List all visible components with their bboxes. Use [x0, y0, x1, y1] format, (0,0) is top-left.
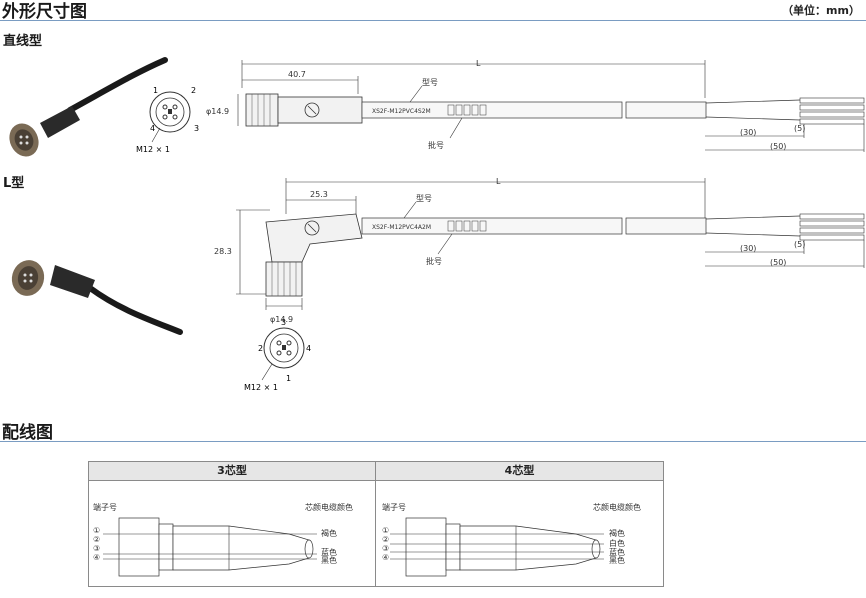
- wire-color: 褐色: [321, 529, 337, 538]
- wiring-head-4core: 4芯型: [376, 462, 663, 481]
- dim-diameter: φ14.9: [270, 315, 293, 324]
- dim-strip-50: (50): [770, 258, 786, 267]
- pin-label: 4: [306, 344, 311, 353]
- thread-label: M12 × 1: [136, 145, 170, 154]
- model-print: XS2F-M12PVC4S2M: [372, 108, 431, 115]
- dim-strip-5: (5): [794, 124, 805, 133]
- title-rule: [0, 20, 866, 21]
- terminal-number: ②: [93, 535, 101, 544]
- wiring-table: 3芯型 4芯型 端子号 芯颜电缆颜色 ① ② ③ ④ 褐色 蓝色 黑色 端子号 …: [88, 461, 664, 587]
- thread-label: M12 × 1: [244, 383, 278, 392]
- wire-color: 褐色: [609, 529, 625, 538]
- pin-label: 2: [191, 86, 196, 95]
- terminal-number: ③: [93, 544, 101, 553]
- terminal-label: 端子号: [382, 503, 406, 512]
- straight-pin-face-diagram: 1 2 3 4 M12 × 1: [136, 86, 199, 154]
- model-label: 型号: [422, 78, 438, 87]
- dim-diameter: φ14.9: [206, 107, 229, 116]
- wiring-diagram-3core: [103, 517, 317, 577]
- pin-label: 1: [286, 374, 291, 383]
- lot-label: 批号: [426, 256, 442, 266]
- dim-height: 28.3: [214, 247, 232, 256]
- dim-strip-50: (50): [770, 142, 786, 151]
- page-title: 外形尺寸图: [2, 2, 87, 22]
- wiring-head-3core: 3芯型: [89, 462, 376, 481]
- dim-head-length: 25.3: [310, 190, 328, 199]
- pin-label: 3: [281, 318, 286, 327]
- straight-type-label: 直线型: [3, 34, 43, 49]
- pin-label: 3: [194, 124, 199, 133]
- pin-label: 4: [150, 124, 155, 133]
- lot-label: 批号: [428, 140, 444, 150]
- dim-l: L: [496, 178, 501, 186]
- model-label: 型号: [416, 194, 432, 203]
- dim-l: L: [476, 59, 481, 68]
- cable-color-label: 芯颜电缆颜色: [305, 503, 353, 512]
- dim-strip-30: (30): [740, 128, 756, 137]
- straight-dimension-drawing: L 40.7 φ14.9 XS2F-M12PVC4S2M 型号 批号 (30) …: [206, 59, 865, 152]
- wiring-title: 配线图: [2, 423, 53, 443]
- wiring-rule: [0, 441, 866, 442]
- model-print: XS2F-M12PVC4A2M: [372, 224, 431, 231]
- pin-label: 2: [258, 344, 263, 353]
- wire-color: 蓝色: [609, 548, 625, 557]
- wire-color: 黑色: [609, 556, 625, 565]
- column-divider: [375, 462, 376, 586]
- wiring-diagram-4core: [390, 517, 604, 577]
- terminal-number: ①: [93, 526, 101, 535]
- terminal-number: ④: [93, 553, 101, 562]
- wire-color: 黑色: [321, 556, 337, 565]
- terminal-number: ②: [382, 535, 390, 544]
- terminal-label: 端子号: [93, 503, 117, 512]
- angle-type-label: L型: [3, 176, 25, 191]
- terminal-number: ③: [382, 544, 390, 553]
- unit-note: （单位：mm）: [782, 4, 860, 17]
- terminal-number: ④: [382, 553, 390, 562]
- dim-head-length: 40.7: [288, 70, 306, 79]
- wire-color: 白色: [609, 539, 625, 548]
- angle-connector-photo: [11, 260, 183, 335]
- dim-strip-30: (30): [740, 244, 756, 253]
- straight-connector-photo: [9, 57, 168, 157]
- wire-color: 蓝色: [321, 548, 337, 557]
- pin-label: 1: [153, 86, 158, 95]
- terminal-number: ①: [382, 526, 390, 535]
- dim-strip-5: (5): [794, 240, 805, 249]
- cable-color-label: 芯颜电缆颜色: [593, 503, 641, 512]
- angle-dimension-drawing: L 25.3 28.3 φ14.9 XS2F-M12PVC4A2M 型号 批号 …: [214, 178, 865, 392]
